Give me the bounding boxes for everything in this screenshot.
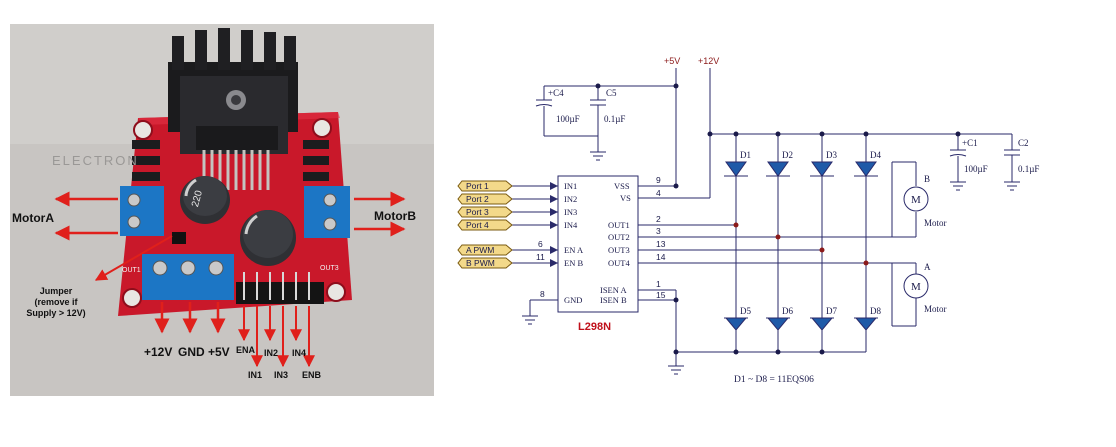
motor-a-arrows bbox=[54, 191, 118, 241]
motor-b-tag: B bbox=[924, 174, 930, 184]
board-mark-out3: OUT3 bbox=[320, 265, 339, 272]
diodes bbox=[724, 161, 878, 331]
pin-label-in1: IN1 bbox=[248, 370, 262, 380]
motor-a-label: MotorA bbox=[12, 211, 54, 225]
pwm-b: B PWM bbox=[466, 258, 495, 268]
pin-num-1: 1 bbox=[656, 279, 661, 289]
capacitor-left bbox=[180, 176, 230, 224]
ic-pin-vs: VS bbox=[620, 193, 631, 203]
c2-label: C2 bbox=[1018, 138, 1029, 148]
pin-num-11: 11 bbox=[536, 252, 545, 262]
jumper-note-2: (remove if bbox=[34, 297, 78, 307]
cap-text-left-1: 220 bbox=[190, 189, 205, 208]
ic-pin-in4: IN4 bbox=[564, 220, 578, 230]
port-3: Port 3 bbox=[466, 207, 489, 217]
jumper-note-1: Jumper bbox=[40, 286, 73, 296]
board-mark-out1: OUT1 bbox=[122, 267, 141, 274]
header-pins bbox=[236, 272, 324, 304]
c1-label: +C1 bbox=[962, 138, 978, 148]
pin-label-in4: IN4 bbox=[292, 348, 306, 358]
pin-num-9: 9 bbox=[656, 175, 661, 185]
power-label-5v: +5V bbox=[208, 345, 230, 359]
diode-d5: D5 bbox=[740, 306, 751, 316]
terminal-motor-b bbox=[304, 186, 350, 238]
motor-b-symbol: M bbox=[911, 194, 921, 206]
pin-num-13: 13 bbox=[656, 239, 666, 249]
power-label-12v: +12V bbox=[144, 345, 172, 359]
ic-pin-out4: OUT4 bbox=[608, 258, 630, 268]
ic-pin-out1: OUT1 bbox=[608, 220, 630, 230]
pwm-a: A PWM bbox=[466, 245, 494, 255]
jumper-note-3: Supply > 12V) bbox=[26, 308, 85, 318]
ic-pin-in2: IN2 bbox=[564, 194, 577, 204]
diode-note: D1 ~ D8 = 11EQS06 bbox=[734, 375, 814, 385]
c1-value: 100µF bbox=[964, 164, 988, 174]
ic-pin-isena: ISEN A bbox=[600, 285, 628, 295]
diode-d8: D8 bbox=[870, 306, 881, 316]
ic-name: L298N bbox=[578, 321, 611, 333]
terminal-motor-a bbox=[120, 186, 164, 236]
port-2: Port 2 bbox=[466, 194, 489, 204]
capacitor-right bbox=[240, 210, 296, 266]
pin-num-14: 14 bbox=[656, 252, 666, 262]
ic-pin-out3: OUT3 bbox=[608, 245, 630, 255]
pin-label-in2: IN2 bbox=[264, 348, 278, 358]
c2-value: 0.1µF bbox=[1018, 164, 1039, 174]
diode-d6: D6 bbox=[782, 306, 793, 316]
pin-num-6: 6 bbox=[538, 239, 543, 249]
pin-num-2: 2 bbox=[656, 214, 661, 224]
pin-num-15: 15 bbox=[656, 290, 666, 300]
terminal-power bbox=[142, 254, 234, 300]
junctions bbox=[595, 83, 961, 355]
motor-a-symbol: M bbox=[911, 281, 921, 293]
diode-d3: D3 bbox=[826, 150, 837, 160]
ic-pin-in3: IN3 bbox=[564, 207, 577, 217]
ic-pin-vss: VSS bbox=[614, 181, 630, 191]
jumper-cap bbox=[172, 232, 186, 244]
c5-value: 0.1µF bbox=[604, 114, 625, 124]
smd-parts bbox=[132, 140, 329, 181]
schematic-labels: +5V +12V +C4 100µF C5 0.1µF +C1 100µF C2… bbox=[466, 56, 1039, 385]
pin-num-4: 4 bbox=[656, 188, 661, 198]
pin-label-enb: ENB bbox=[302, 370, 322, 380]
motor-b-label: MotorB bbox=[374, 209, 416, 223]
input-arrows bbox=[550, 182, 558, 267]
pin-num-3: 3 bbox=[656, 226, 661, 236]
c4-label: +C4 bbox=[548, 88, 564, 98]
jumper-arrow bbox=[94, 235, 173, 281]
ic-pin-isenb: ISEN B bbox=[600, 295, 627, 305]
diode-d7: D7 bbox=[826, 306, 837, 316]
supply-12v-label: +12V bbox=[698, 56, 719, 66]
watermark: ELECTRON bbox=[52, 153, 139, 168]
power-label-gnd: GND bbox=[178, 345, 205, 359]
motor-a-label: Motor bbox=[924, 304, 947, 314]
ic-pin-gnd: GND bbox=[564, 295, 582, 305]
port-1: Port 1 bbox=[466, 181, 489, 191]
ic-pin-ena: EN A bbox=[564, 245, 584, 255]
pin-num-8: 8 bbox=[540, 289, 545, 299]
pin-label-in3: IN3 bbox=[274, 370, 288, 380]
supply-5v-label: +5V bbox=[664, 56, 680, 66]
motor-b-label: Motor bbox=[924, 218, 947, 228]
port-tags bbox=[457, 180, 513, 269]
heatsink bbox=[168, 28, 298, 154]
diode-d4: D4 bbox=[870, 150, 881, 160]
diode-d2: D2 bbox=[782, 150, 793, 160]
diode-d1: D1 bbox=[740, 150, 751, 160]
ic-pin-out2: OUT2 bbox=[608, 232, 630, 242]
c4-value: 100µF bbox=[556, 114, 580, 124]
port-4: Port 4 bbox=[466, 220, 489, 230]
ic-pin-enb: EN B bbox=[564, 258, 583, 268]
module-photo: 220 ELECTRON bbox=[10, 24, 434, 396]
pin-arrows bbox=[238, 306, 315, 368]
motor-b-arrows bbox=[354, 191, 406, 237]
c5-label: C5 bbox=[606, 88, 617, 98]
ic-pin-in1: IN1 bbox=[564, 181, 577, 191]
power-arrows bbox=[154, 302, 226, 334]
motor-a-tag: A bbox=[924, 262, 931, 272]
pin-label-ena: ENA bbox=[236, 345, 256, 355]
